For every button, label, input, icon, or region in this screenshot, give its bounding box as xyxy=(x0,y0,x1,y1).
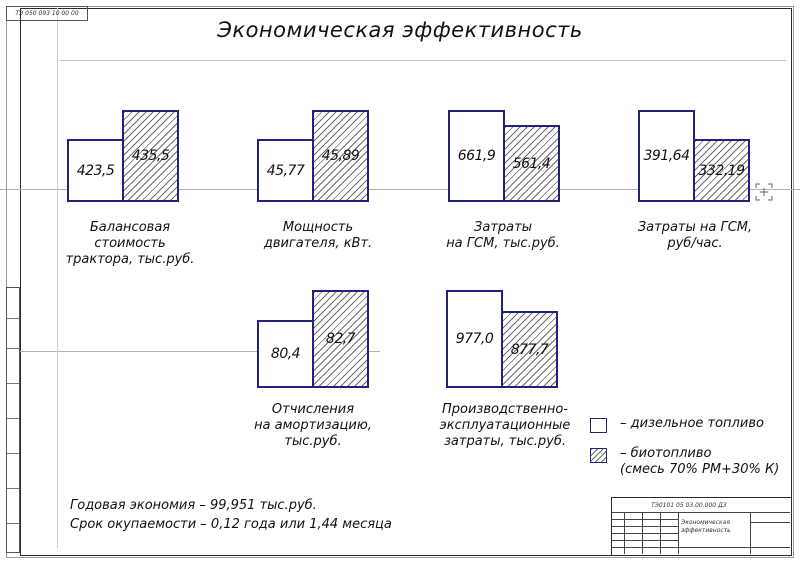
bar-diesel-fuel-hour: 391,64 xyxy=(638,110,695,202)
bar-bio-fuel-hour: 332,19 xyxy=(693,139,750,202)
bar-bio-fuel-costs: 561,4 xyxy=(503,125,560,202)
legend-label-diesel: – дизельное топливо xyxy=(620,416,764,431)
sheet-outer-frame xyxy=(6,6,794,558)
caption-line: Отчисления xyxy=(271,402,355,417)
bar-value-label: 80,4 xyxy=(270,346,301,362)
bar-diesel-balance: 423,5 xyxy=(67,139,124,202)
caption-line: Затраты xyxy=(474,220,532,235)
bar-value-label: 661,9 xyxy=(457,148,496,164)
title-block-stamp xyxy=(611,497,792,556)
caption-line: руб/час. xyxy=(667,236,723,251)
bar-bio-power: 45,89 xyxy=(312,110,369,202)
bar-diesel-power: 45,77 xyxy=(257,139,314,202)
side-stamp-strip xyxy=(6,287,20,553)
bar-value-label: 561,4 xyxy=(512,155,551,172)
page-title: Экономическая эффективность xyxy=(217,18,583,42)
caption-line: трактора, тыс.руб. xyxy=(65,252,195,267)
bar-value-label: 435,5 xyxy=(131,148,170,164)
caption-line: затраты, тыс.руб. xyxy=(444,434,566,449)
guide-line-horizontal xyxy=(20,351,380,352)
bar-value-label: 45,89 xyxy=(321,148,360,164)
crop-cursor-icon xyxy=(755,183,773,201)
caption-line: двигателя, кВт. xyxy=(263,236,373,251)
caption-line: эксплуатационные xyxy=(439,418,571,433)
chart-caption-fuel-hour: Затраты на ГСМ, руб/час. xyxy=(620,220,770,252)
bar-value-label: 423,5 xyxy=(76,162,115,179)
bar-bio-operating: 877,7 xyxy=(501,311,558,388)
chart-caption-depreciation: Отчисления на амортизацию, тыс.руб. xyxy=(238,402,388,450)
bar-diesel-fuel-costs: 661,9 xyxy=(448,110,505,202)
bar-value-label: 977,0 xyxy=(455,331,494,347)
caption-line: Затраты на ГСМ, xyxy=(637,220,753,235)
bar-bio-depreciation: 82,7 xyxy=(312,290,369,388)
legend-label-bio: – биотопливо xyxy=(620,446,712,461)
bar-value-label: 877,7 xyxy=(510,341,549,358)
caption-line: на ГСМ, тыс.руб. xyxy=(446,236,560,251)
caption-line: Балансовая xyxy=(89,220,171,235)
bar-diesel-depreciation: 80,4 xyxy=(257,320,314,388)
chart-caption-fuel-costs: Затраты на ГСМ, тыс.руб. xyxy=(428,220,578,252)
legend-label-bio-mix: (смесь 70% РМ+30% К) xyxy=(620,462,780,477)
bar-value-label: 391,64 xyxy=(643,148,691,164)
guide-line-horizontal xyxy=(0,189,800,190)
sheet-inner-frame xyxy=(20,8,792,556)
chart-caption-balance: Балансовая стоимость трактора, тыс.руб. xyxy=(50,220,210,268)
caption-line: Производственно- xyxy=(442,402,568,417)
drawing-code-box: ТЭ 050 093 10 00 00 xyxy=(6,6,88,21)
bar-value-label: 332,19 xyxy=(698,162,746,179)
caption-line: на амортизацию, xyxy=(254,418,372,433)
caption-line: стоимость xyxy=(94,236,166,251)
summary-annual-savings: Годовая экономия – 99,951 тыс.руб. xyxy=(70,498,317,513)
chart-caption-power: Мощность двигателя, кВт. xyxy=(248,220,388,252)
title-rule xyxy=(60,60,786,61)
legend-swatch-bio xyxy=(590,448,607,463)
legend-swatch-diesel xyxy=(590,418,607,433)
bar-diesel-operating: 977,0 xyxy=(446,290,503,388)
guide-line-vertical xyxy=(57,8,58,548)
caption-line: Мощность xyxy=(282,220,354,235)
bar-value-label: 82,7 xyxy=(325,331,356,347)
caption-line: тыс.руб. xyxy=(284,434,342,449)
bar-value-label: 45,77 xyxy=(266,162,305,179)
stamp-document-code: ТЭ0101 05 03.00.000 ДЗ xyxy=(651,502,727,509)
summary-payback-period: Срок окупаемости – 0,12 года или 1,44 ме… xyxy=(70,517,392,532)
bar-bio-balance: 435,5 xyxy=(122,110,179,202)
stamp-document-name: Экономическая эффективность xyxy=(681,519,731,534)
chart-caption-operating: Производственно- эксплуатационные затрат… xyxy=(425,402,585,450)
drawing-code: ТЭ 050 093 10 00 00 xyxy=(15,10,79,17)
